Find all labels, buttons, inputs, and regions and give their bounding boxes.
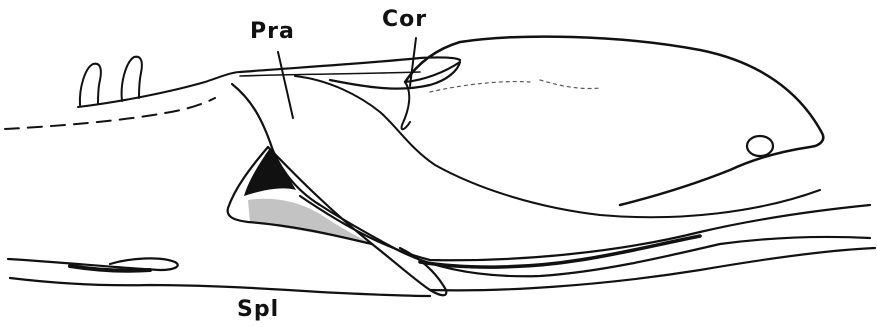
tooth-1 [80,64,101,105]
prearticular-label: Pra [250,21,295,43]
articular-bone-outline [405,37,823,205]
fossa-shading-light [248,199,368,242]
foramen-hole [747,136,773,156]
upper-edge-inner-line [240,72,420,76]
angular-upper-line [300,196,870,260]
coronoid-label: Cor [382,9,427,31]
lower-border-line [430,248,875,290]
pra-leader-line [278,52,293,118]
cor-leader-line [410,38,416,86]
splenial-label: Spl [237,299,279,321]
dental-margin-line [78,72,240,107]
articular-texture [430,80,600,92]
fossa-shading-dark [244,148,296,196]
tooth-2 [122,57,142,101]
splenial-lower-line [10,278,430,296]
splenial-spur [372,244,446,295]
prearticular-inner-edge [295,76,820,217]
angular-lower-line [392,237,870,276]
coronoid-bone [330,62,460,89]
